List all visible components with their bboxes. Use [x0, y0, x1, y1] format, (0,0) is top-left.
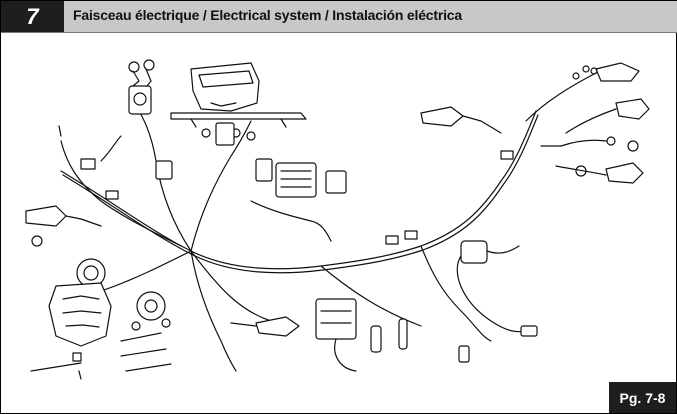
- section-title: Faisceau électrique / Electrical system …: [73, 7, 462, 23]
- horn-icon: [77, 259, 105, 287]
- relay-icon: [156, 123, 346, 193]
- tail-light-icon: [526, 63, 639, 121]
- left-front-turn-signal-icon: [26, 206, 101, 246]
- connector-icon: [81, 151, 513, 244]
- right-rear-turn-signal-icon: [556, 99, 649, 183]
- dashboard-bracket-icon: [171, 113, 306, 140]
- ignition-coil-icon: [457, 241, 537, 336]
- wiring-harness-diagram: [21, 41, 661, 381]
- bulb-socket-icon: [132, 292, 170, 330]
- nuts-icon: [573, 66, 597, 79]
- license-plate-light-icon: [541, 137, 615, 146]
- section-header: 7 Faisceau électrique / Electrical syste…: [1, 1, 677, 33]
- page-number: Pg. 7-8: [609, 382, 676, 413]
- wire-icon: [59, 126, 121, 161]
- sensor-icon: [371, 319, 469, 362]
- main-harness-icon: [61, 101, 538, 371]
- dashboard-icon: [191, 63, 259, 111]
- chapter-number: 7: [1, 1, 64, 32]
- cdi-unit-icon: [276, 163, 316, 197]
- regulator-rectifier-icon: [316, 299, 356, 371]
- screws-icon: [31, 333, 171, 379]
- ignition-switch-icon: [129, 60, 154, 114]
- headlight-icon: [49, 283, 111, 346]
- right-front-turn-signal-icon: [421, 107, 501, 133]
- left-rear-turn-signal-icon: [231, 317, 299, 336]
